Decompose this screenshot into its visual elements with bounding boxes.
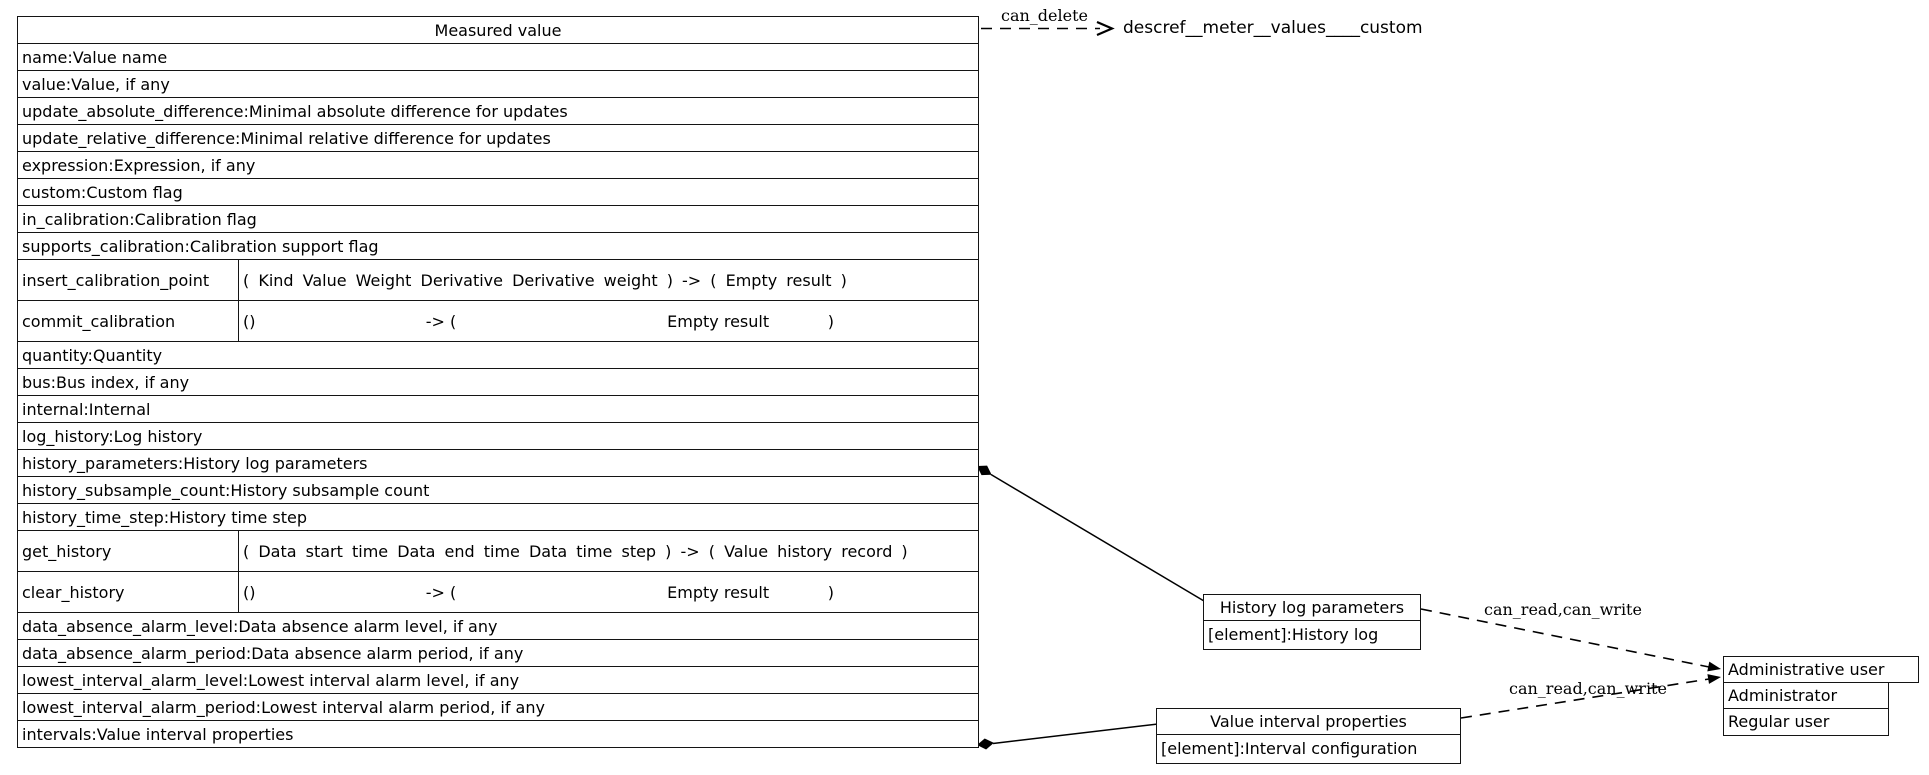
method-row: commit_calibration() -> ( Empty result): [17, 300, 979, 342]
method-name-cell: insert_calibration_point: [17, 259, 239, 301]
attribute-row: quantity:Quantity: [17, 341, 979, 369]
method-signature-cell: () -> ( Empty result): [238, 300, 979, 342]
node-row: [element]:Interval configuration: [1161, 739, 1418, 758]
attribute-cell: history_time_step:History time step: [17, 503, 979, 531]
attribute-cell: update_absolute_difference:Minimal absol…: [17, 97, 979, 125]
attribute-cell: intervals:Value interval properties: [17, 720, 979, 748]
method-signature-parts: () -> ( Empty result): [243, 312, 974, 331]
attribute-row: data_absence_alarm_period:Data absence a…: [17, 639, 979, 667]
attribute-row: supports_calibration:Calibration support…: [17, 232, 979, 260]
signature-part: ): [827, 311, 835, 331]
signature-part: (): [243, 582, 256, 602]
attribute-row: update_absolute_difference:Minimal absol…: [17, 97, 979, 125]
attribute-cell: history_parameters:History log parameter…: [17, 449, 979, 477]
method-row: get_history( Data start time Data end ti…: [17, 530, 979, 572]
method-row: clear_history() -> ( Empty result): [17, 571, 979, 613]
node-row: [element]:History log: [1208, 625, 1379, 644]
signature-part: (): [243, 311, 256, 331]
attribute-row: history_time_step:History time step: [17, 503, 979, 531]
attribute-row: history_parameters:History log parameter…: [17, 449, 979, 477]
attribute-cell: data_absence_alarm_period:Data absence a…: [17, 639, 979, 667]
attribute-row: value:Value, if any: [17, 70, 979, 98]
attribute-row: lowest_interval_alarm_level:Lowest inter…: [17, 666, 979, 694]
can-read-write-arrowhead-2-icon: [1707, 674, 1721, 684]
node-title: Administrative user: [1723, 656, 1919, 683]
attribute-row: update_relative_difference:Minimal relat…: [17, 124, 979, 152]
node-row: Regular user: [1723, 708, 1889, 736]
attribute-row: lowest_interval_alarm_period:Lowest inte…: [17, 693, 979, 721]
attribute-cell: data_absence_alarm_level:Data absence al…: [17, 612, 979, 640]
node-title: Value interval properties: [1157, 709, 1460, 735]
method-signature-cell: () -> ( Empty result): [238, 571, 979, 613]
can-read-write-arrowhead-1-icon: [1707, 661, 1721, 672]
signature-part: Empty result: [667, 311, 770, 331]
can-read-write-edge-label: can_read,can_write: [1484, 600, 1642, 619]
method-name-cell: commit_calibration: [17, 300, 239, 342]
can-read-write-edge-1: [1420, 608, 1710, 668]
history-log-parameters-node: History log parameters [element]:History…: [1203, 594, 1421, 650]
node-row: Administrator: [1723, 681, 1889, 710]
attribute-cell: expression:Expression, if any: [17, 151, 979, 179]
intervals-edge: [992, 723, 1159, 745]
attribute-row: intervals:Value interval properties: [17, 720, 979, 748]
attribute-cell: lowest_interval_alarm_period:Lowest inte…: [17, 693, 979, 721]
history-parameters-diamond-icon: [977, 465, 992, 476]
history-parameters-edge: [990, 473, 1205, 602]
attribute-row: bus:Bus index, if any: [17, 368, 979, 396]
attribute-cell: quantity:Quantity: [17, 341, 979, 369]
descref-target-label: descref__meter__values____custom: [1123, 18, 1423, 38]
attribute-row: expression:Expression, if any: [17, 151, 979, 179]
administrative-user-node: Administrative user Administrator Regula…: [1723, 656, 1919, 736]
attribute-cell: in_calibration:Calibration flag: [17, 205, 979, 233]
attribute-cell: name:Value name: [17, 43, 979, 71]
attribute-row: in_calibration:Calibration flag: [17, 205, 979, 233]
can-read-write-edge-2: [1460, 678, 1710, 719]
table-row: Measured value: [17, 16, 979, 44]
attribute-row: data_absence_alarm_level:Data absence al…: [17, 612, 979, 640]
attribute-cell: value:Value, if any: [17, 70, 979, 98]
intervals-diamond-icon: [977, 738, 994, 750]
method-signature-parts: () -> ( Empty result): [243, 583, 974, 602]
can-read-write-edge-label: can_read,can_write: [1509, 679, 1667, 698]
method-signature-cell: ( Data start time Data end time Data tim…: [238, 530, 979, 572]
attribute-cell: supports_calibration:Calibration support…: [17, 232, 979, 260]
signature-part: Empty result: [667, 582, 770, 602]
attribute-row: history_subsample_count:History subsampl…: [17, 476, 979, 504]
can-delete-edge-label: can_delete: [1001, 6, 1088, 25]
method-name-cell: get_history: [17, 530, 239, 572]
attribute-row: name:Value name: [17, 43, 979, 71]
attribute-cell: custom:Custom flag: [17, 178, 979, 206]
method-signature-cell: ( Kind Value Weight Derivative Derivativ…: [238, 259, 979, 301]
attribute-row: internal:Internal: [17, 395, 979, 423]
attribute-cell: update_relative_difference:Minimal relat…: [17, 124, 979, 152]
attribute-cell: history_subsample_count:History subsampl…: [17, 476, 979, 504]
method-row: insert_calibration_point( Kind Value Wei…: [17, 259, 979, 301]
signature-part: ): [827, 582, 835, 602]
attribute-cell: log_history:Log history: [17, 422, 979, 450]
node-title: History log parameters: [1204, 595, 1420, 621]
table-title: Measured value: [17, 16, 979, 44]
attribute-cell: internal:Internal: [17, 395, 979, 423]
attribute-row: custom:Custom flag: [17, 178, 979, 206]
value-interval-properties-node: Value interval properties [element]:Inte…: [1156, 708, 1461, 764]
can-delete-arrowhead-icon: [1096, 20, 1115, 37]
attribute-cell: bus:Bus index, if any: [17, 368, 979, 396]
method-name-cell: clear_history: [17, 571, 239, 613]
attribute-cell: lowest_interval_alarm_level:Lowest inter…: [17, 666, 979, 694]
signature-part: -> (: [425, 311, 457, 331]
attribute-row: log_history:Log history: [17, 422, 979, 450]
signature-part: -> (: [425, 582, 457, 602]
